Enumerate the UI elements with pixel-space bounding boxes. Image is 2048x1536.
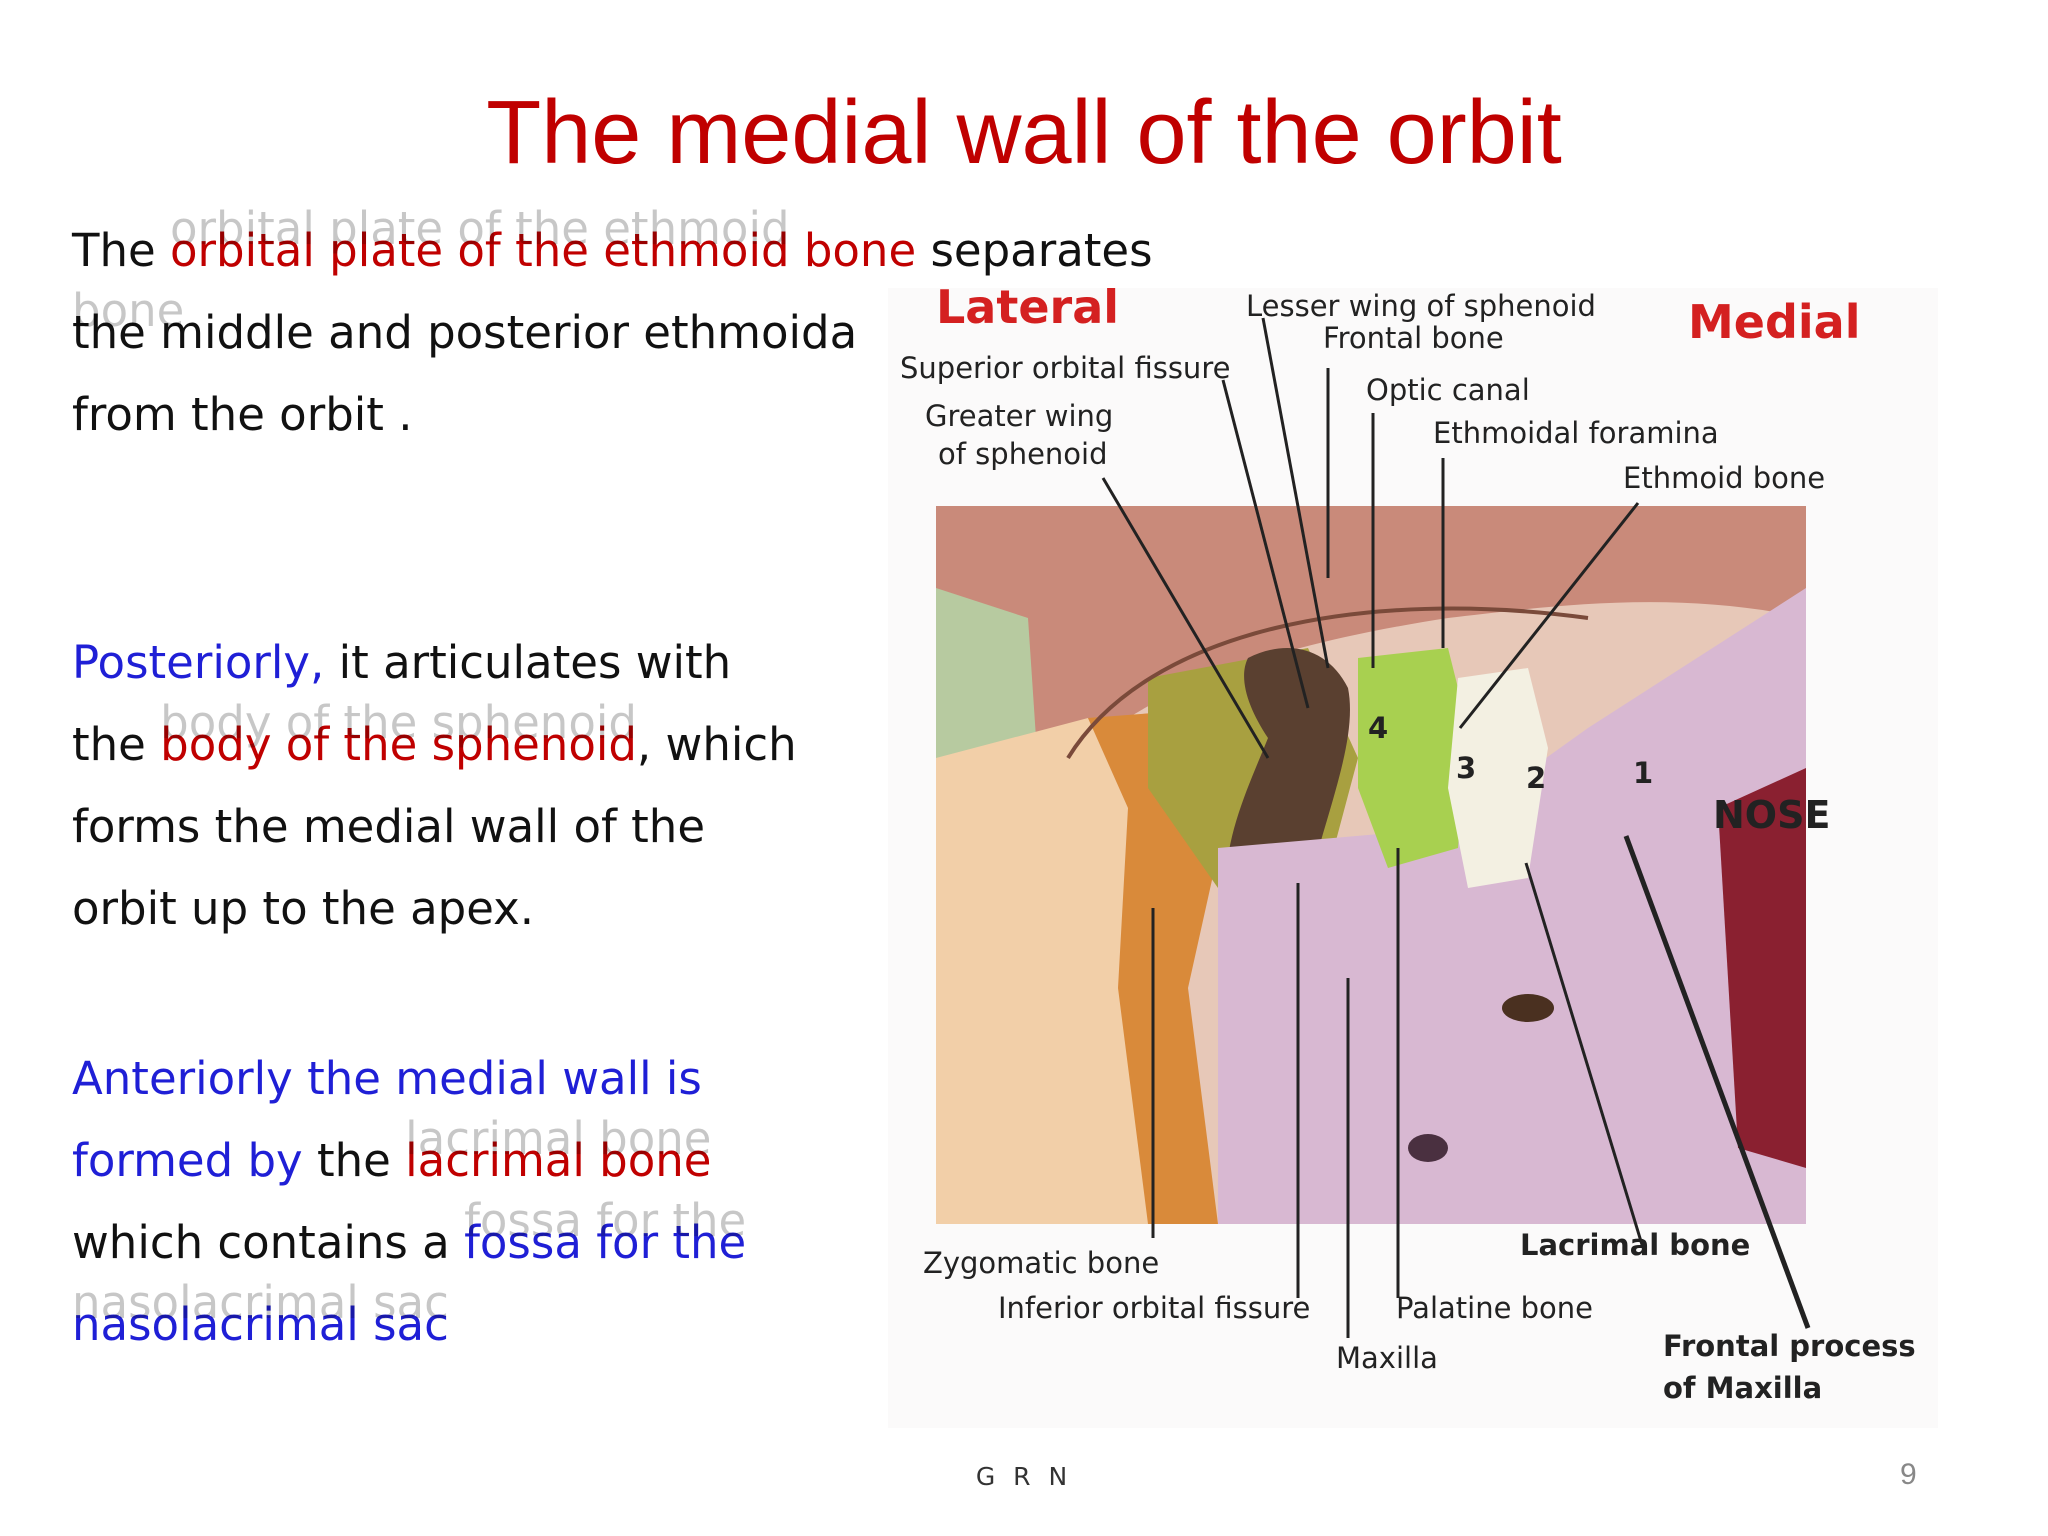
label-superior-orbital-fissure: Superior orbital fissure xyxy=(900,351,1230,385)
text-rest: it articulates with xyxy=(324,636,732,689)
label-frontal-process-2: of Maxilla xyxy=(1663,1371,1822,1405)
line-frontal-process xyxy=(1623,835,1811,1329)
lacrimal-fossa-shadow xyxy=(1502,994,1554,1022)
label-lateral: Lateral xyxy=(936,288,1119,334)
label-lesser-wing: Lesser wing of sphenoid xyxy=(1246,289,1596,323)
text-prefix: the xyxy=(72,718,161,771)
text-suffix: separates xyxy=(916,224,1153,277)
line-superior-orbital-fissure xyxy=(1221,379,1310,709)
label-optic-canal: Optic canal xyxy=(1366,373,1530,407)
label-medial: Medial xyxy=(1688,295,1860,349)
label-num-4: 4 xyxy=(1368,711,1388,745)
orbit-medial-wall-diagram: Lateral Medial Lesser wing of sphenoid F… xyxy=(888,288,1938,1428)
paragraph-2-line-1: Posteriorly, it articulates with xyxy=(72,622,731,704)
line-lesser-wing xyxy=(1261,317,1330,669)
label-nose: NOSE xyxy=(1713,793,1830,837)
label-ethmoidal-foramina: Ethmoidal foramina xyxy=(1433,416,1719,450)
label-inferior-orbital-fissure: Inferior orbital fissure xyxy=(998,1291,1310,1325)
nasal-dark-shape xyxy=(1718,768,1806,1168)
text-prefix: which contains a xyxy=(72,1216,465,1269)
label-ethmoid-bone: Ethmoid bone xyxy=(1623,461,1825,495)
formed-by-text: formed by xyxy=(72,1134,303,1187)
ethmoid-bone-region xyxy=(1358,648,1468,868)
line-2-text: the middle and posterior ethmoida xyxy=(72,306,858,359)
label-zygomatic-bone: Zygomatic bone xyxy=(923,1246,1159,1280)
text-mid: the xyxy=(302,1134,406,1187)
paragraph-1-line-3: from the orbit . xyxy=(72,388,413,441)
leader-lines xyxy=(1101,317,1811,1338)
slide-title: The medial wall of the orbit xyxy=(486,83,1562,183)
lacrimal-bone-region xyxy=(1448,668,1548,888)
nasolacrimal-opening xyxy=(1408,1134,1448,1162)
term-text: orbital plate of the ethmoid bone xyxy=(170,224,917,277)
paragraph-2-line-3: forms the medial wall of the xyxy=(72,800,706,853)
label-num-1: 1 xyxy=(1633,756,1653,790)
term-text: body of the sphenoid xyxy=(160,718,637,771)
bone-illustration xyxy=(936,506,1806,1224)
footer-author: G R N xyxy=(975,1462,1073,1491)
label-num-2: 2 xyxy=(1526,761,1546,795)
posteriorly-label: Posteriorly, xyxy=(72,636,325,689)
label-frontal-bone: Frontal bone xyxy=(1323,321,1504,355)
label-greater-wing-1: Greater wing xyxy=(925,399,1113,433)
line-ethmoid-bone xyxy=(1458,502,1640,729)
label-frontal-process-1: Frontal process xyxy=(1663,1329,1916,1363)
line-lacrimal xyxy=(1524,862,1645,1249)
paragraph-2-line-4: orbit up to the apex. xyxy=(72,882,535,935)
label-maxilla: Maxilla xyxy=(1336,1341,1438,1375)
text-suffix: , which xyxy=(636,718,797,771)
paragraph-3-line-1: Anteriorly the medial wall is xyxy=(72,1052,702,1105)
label-greater-wing-2: of sphenoid xyxy=(938,437,1108,471)
text-prefix: The xyxy=(72,224,170,277)
term-text: fossa for the xyxy=(464,1216,747,1269)
label-palatine-bone: Palatine bone xyxy=(1396,1291,1593,1325)
page-number: 9 xyxy=(1900,1458,1917,1491)
term-text: lacrimal bone xyxy=(405,1134,712,1187)
label-num-3: 3 xyxy=(1456,751,1476,785)
label-lacrimal-bone: Lacrimal bone xyxy=(1520,1228,1750,1262)
zygomatic-bone-region xyxy=(936,718,1188,1224)
term-text: nasolacrimal sac xyxy=(72,1298,449,1351)
maxilla-region xyxy=(1218,588,1806,1224)
orbit-rim xyxy=(1066,606,1589,760)
line-greater-wing xyxy=(1101,477,1270,759)
